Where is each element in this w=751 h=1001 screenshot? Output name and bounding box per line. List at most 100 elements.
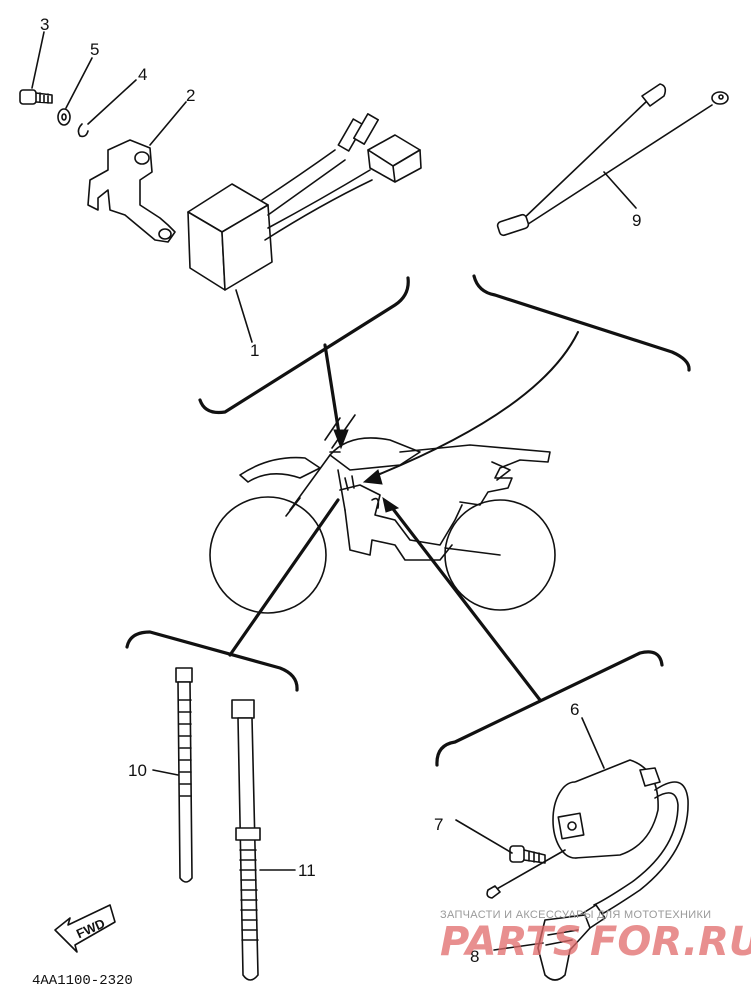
cdi-cable-4: [264, 179, 373, 241]
bolt-thread: [35, 92, 53, 104]
part-5-washer[interactable]: [57, 108, 71, 126]
coil-terminal-tab: [639, 767, 661, 787]
engine-mount-marks: [344, 475, 355, 491]
watermark: ЗАПЧАСТИ И АКСЕССУАРЫ ДЛЯ МОТОТЕХНИКИ PA…: [440, 909, 751, 965]
leader-arrow-wire: [362, 469, 383, 485]
leader-to-coil: [388, 503, 542, 702]
callout-4: 4: [138, 65, 147, 84]
band-10-strap: [177, 681, 193, 883]
leader-c10: [152, 769, 179, 776]
coil-bolt-thread: [523, 849, 546, 864]
coil-ht-lead-outer: [599, 781, 689, 916]
handlebar: [324, 414, 356, 449]
leader-c7: [455, 819, 513, 854]
part-3-bolt[interactable]: [19, 89, 53, 105]
cdi-cable-3: [267, 169, 371, 229]
leader-c6: [581, 717, 605, 769]
callout-3: 3: [40, 15, 49, 34]
group-frames: [125, 274, 691, 767]
part-7-coil-bolt[interactable]: [509, 845, 546, 864]
coil-body: [574, 759, 659, 859]
motorcycle-outline: [209, 414, 556, 614]
leader-c8: [493, 942, 544, 951]
coil-primary-wire: [494, 849, 566, 891]
callout-5: 5: [90, 40, 99, 59]
callout-6: 6: [570, 700, 579, 719]
fork-lower: [285, 497, 301, 517]
cdi-cable-1: [261, 149, 336, 201]
coil-mount-hole: [567, 821, 577, 831]
band-11-teeth: [239, 849, 259, 941]
leader-c2: [149, 101, 187, 146]
callout-leaders: [31, 31, 637, 951]
part-6-ignition-coil[interactable]: [486, 759, 689, 916]
coil-location-mark: [371, 497, 380, 509]
band-10-head: [175, 667, 193, 683]
swingarm: [444, 547, 501, 556]
coil-ht-lead-inner: [593, 792, 679, 906]
cdi-cable-2: [267, 159, 346, 216]
bracket-hole-bottom: [158, 228, 172, 240]
wire-bullet-terminal: [641, 83, 667, 107]
band-11-clip: [235, 827, 261, 841]
bolt-head: [19, 89, 37, 105]
plug-cap-ribs: [545, 929, 579, 946]
leader-c5: [65, 57, 93, 109]
wire-2: [521, 104, 713, 229]
part-1-cdi-unit[interactable]: [187, 113, 422, 291]
watermark-brand-left: PARTS: [440, 919, 582, 965]
side-panel: [491, 461, 511, 481]
part-4-spring-washer[interactable]: [77, 123, 89, 138]
leader-c3: [31, 31, 45, 89]
washer-hole: [61, 113, 67, 121]
frame-bottom-right: [435, 650, 664, 767]
frame-downtube: [337, 469, 346, 511]
drawing-code: 4AA1100-2320: [32, 973, 133, 989]
part-11-cable-band[interactable]: [231, 699, 261, 981]
frame-top-left: [198, 276, 410, 415]
wire-sleeve: [496, 213, 530, 237]
cdi-box-side: [221, 204, 273, 291]
cdi-coupler-body: [367, 149, 422, 183]
callout-labels: 1 2 3 4 5 6 7 8 9 10 11: [40, 15, 641, 966]
part-9-wire-lead[interactable]: [496, 83, 729, 237]
part-2-bracket[interactable]: [87, 139, 176, 243]
bracket-body: [87, 139, 176, 243]
band-10-teeth: [178, 699, 192, 797]
leader-c4: [87, 79, 137, 125]
band-11-strap: [237, 717, 259, 981]
frame-bottom-left: [125, 630, 299, 692]
seat-and-rear-fender: [399, 444, 551, 506]
bracket-hole-top: [134, 151, 150, 165]
frame-top-right: [472, 274, 691, 372]
callout-2: 2: [186, 86, 195, 105]
spring-washer-ring: [77, 123, 89, 138]
callout-9: 9: [632, 211, 641, 230]
leader-to-bands: [228, 498, 340, 657]
part-8-plug-cap[interactable]: [537, 904, 606, 981]
callout-11: 11: [298, 861, 316, 880]
leader-lines: [228, 331, 579, 702]
front-fender: [239, 456, 321, 483]
front-wheel: [209, 496, 327, 614]
plug-cap-body: [537, 914, 591, 981]
part-10-cable-band[interactable]: [175, 667, 193, 883]
callout-7: 7: [434, 815, 443, 834]
engine-block: [339, 484, 463, 561]
leader-to-cdi: [323, 343, 342, 442]
watermark-tagline: ЗАПЧАСТИ И АКСЕССУАРЫ ДЛЯ МОТОТЕХНИКИ: [440, 909, 711, 921]
wire-1: [519, 99, 649, 223]
coil-primary-terminal: [486, 885, 501, 899]
leader-to-wire: [369, 331, 579, 479]
front-fork: [289, 454, 331, 511]
callout-8: 8: [470, 947, 479, 966]
leader-c1: [235, 289, 253, 343]
fwd-direction-marker: FWD: [54, 904, 116, 953]
callout-10: 10: [128, 761, 147, 780]
fwd-arrow-shape: [54, 904, 116, 953]
watermark-brand-right: FOR.RU: [590, 919, 751, 965]
wire-ring-hole: [718, 94, 724, 100]
fuel-tank: [329, 437, 421, 471]
leader-arrow-coil: [382, 496, 400, 513]
